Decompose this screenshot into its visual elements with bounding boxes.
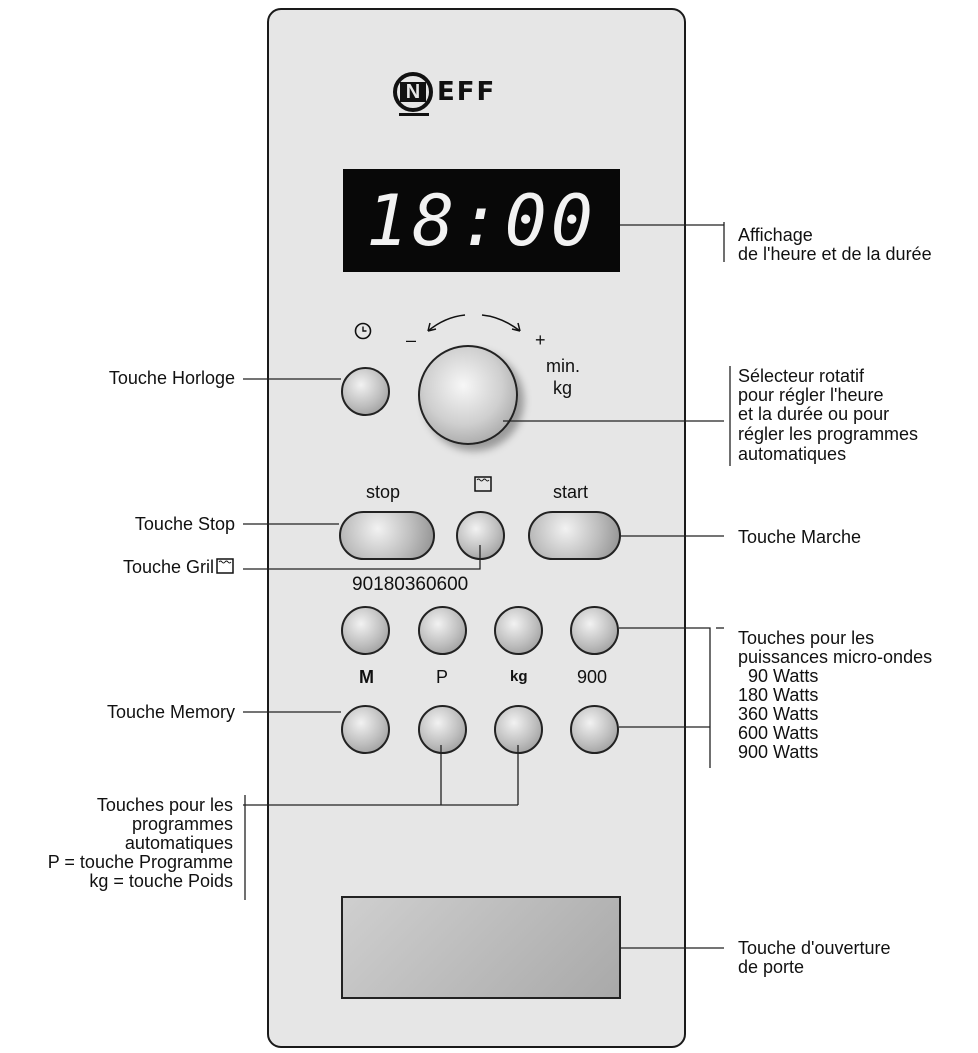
clock-icon (354, 322, 372, 340)
logo-mark-letter: N (400, 81, 426, 103)
weight-label: kg (510, 668, 528, 685)
logo-text: EFF (437, 77, 497, 107)
callout-programs-2: programmes (131, 814, 233, 834)
callout-programs-1: Touches pour les (96, 795, 233, 815)
callout-programs-3: automatiques (124, 833, 233, 853)
callout-stop: Touche Stop (134, 514, 235, 534)
knob-unit-min: min. (546, 356, 581, 376)
grill-callout-icon (216, 558, 234, 574)
callout-grill: Touche Gril (122, 557, 214, 577)
callout-selector-5: automatiques (738, 444, 847, 464)
memory-button[interactable] (341, 705, 390, 754)
display-time: 18:00 (366, 179, 597, 262)
stop-button[interactable] (339, 511, 435, 560)
callout-power-6: 600 Watts (738, 723, 819, 743)
start-label: start (553, 482, 589, 502)
power-360-button[interactable] (494, 606, 543, 655)
stop-label: stop (366, 482, 401, 502)
door-open-button[interactable] (341, 896, 621, 999)
callout-selector-1: Sélecteur rotatif (738, 366, 865, 386)
neff-logo: N EFF (393, 66, 496, 118)
knob-minus-label: – (406, 330, 417, 350)
memory-label: M (359, 667, 374, 687)
power-90-button[interactable] (341, 606, 390, 655)
grill-icon (474, 476, 492, 492)
callout-clock: Touche Horloge (108, 368, 235, 388)
callout-power-2: puissances micro-ondes (738, 647, 933, 667)
program-button[interactable] (418, 705, 467, 754)
knob-plus-label: + (535, 330, 546, 350)
power-180-button[interactable] (418, 606, 467, 655)
power-900-button[interactable] (570, 705, 619, 754)
callout-start: Touche Marche (738, 527, 862, 547)
start-button[interactable] (528, 511, 621, 560)
rotary-selector-knob[interactable] (418, 345, 518, 445)
callout-selector-3: et la durée ou pour (738, 404, 890, 424)
callout-selector-4: régler les programmes (738, 424, 919, 444)
power-600-button[interactable] (570, 606, 619, 655)
callout-door-1: Touche d'ouverture (738, 938, 891, 958)
power-values-label: 90180360600 (352, 574, 469, 595)
clock-button[interactable] (341, 367, 390, 416)
callout-programs-4: P = touche Programme (47, 852, 233, 872)
callout-door-2: de porte (738, 957, 805, 977)
callout-programs-5: kg = touche Poids (89, 871, 233, 891)
program-label: P (436, 667, 449, 687)
callout-power-3: 90 Watts (748, 666, 819, 686)
time-display: 18:00 (343, 169, 620, 272)
power-900-label: 900 (577, 667, 608, 687)
knob-unit-kg: kg (553, 378, 573, 398)
rotation-arrows-icon (427, 314, 521, 332)
callout-power-5: 360 Watts (738, 704, 819, 724)
logo-mark: N (393, 72, 433, 116)
callout-power-1: Touches pour les (738, 628, 875, 648)
callout-selector-2: pour régler l'heure (738, 385, 884, 405)
callout-display-2: de l'heure et de la durée (738, 244, 932, 264)
callout-display-1: Affichage (738, 225, 813, 245)
callout-power-4: 180 Watts (738, 685, 819, 705)
callout-memory: Touche Memory (106, 702, 235, 722)
callout-power-7: 900 Watts (738, 742, 819, 762)
